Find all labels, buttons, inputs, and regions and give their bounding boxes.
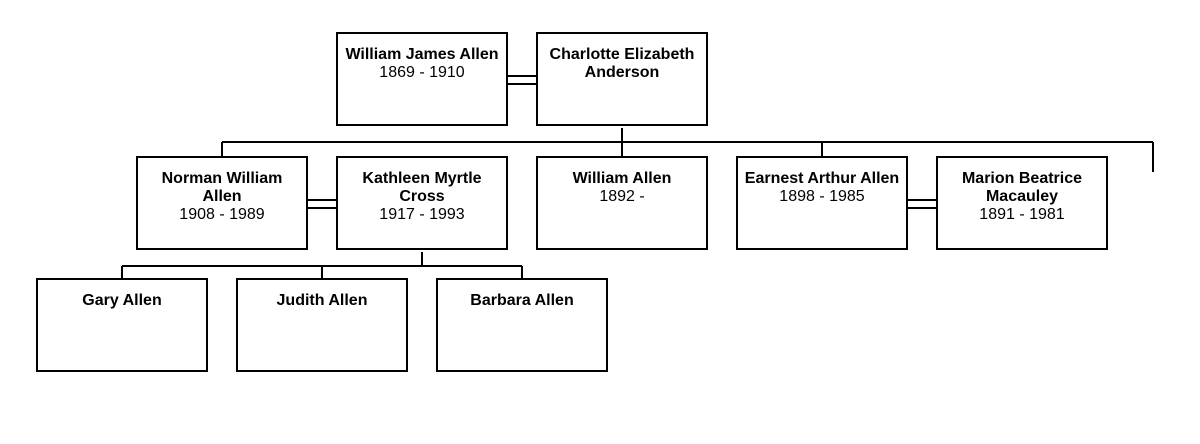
person-dates: 1908 - 1989 [179, 206, 265, 223]
person-name: William James Allen [345, 46, 499, 63]
person-box-barbara-allen[interactable]: Barbara Allen [436, 278, 608, 372]
person-dates: 1898 - 1985 [779, 188, 865, 205]
person-box-william-james-allen[interactable]: William James Allen 1869 - 1910 [336, 32, 508, 126]
person-box-kathleen-myrtle-cross[interactable]: Kathleen Myrtle Cross 1917 - 1993 [336, 156, 508, 250]
person-dates: 1892 - [599, 188, 645, 205]
person-name: Marion Beatrice Macauley [961, 170, 1083, 205]
person-box-norman-william-allen[interactable]: Norman William Allen 1908 - 1989 [136, 156, 308, 250]
person-box-judith-allen[interactable]: Judith Allen [236, 278, 408, 372]
person-box-gary-allen[interactable]: Gary Allen [36, 278, 208, 372]
person-dates: 1917 - 1993 [379, 206, 465, 223]
person-name: Judith Allen [276, 292, 368, 309]
person-box-william-allen[interactable]: William Allen 1892 - [536, 156, 708, 250]
person-name: Barbara Allen [470, 292, 574, 309]
person-box-marion-beatrice-macauley[interactable]: Marion Beatrice Macauley 1891 - 1981 [936, 156, 1108, 250]
person-name: Kathleen Myrtle Cross [362, 170, 482, 205]
person-dates: 1891 - 1981 [979, 206, 1065, 223]
person-name: Gary Allen [82, 292, 162, 309]
person-box-earnest-arthur-allen[interactable]: Earnest Arthur Allen 1898 - 1985 [736, 156, 908, 250]
person-name: Norman William Allen [161, 170, 283, 205]
person-dates: 1869 - 1910 [379, 64, 465, 81]
person-box-charlotte-elizabeth-anderson[interactable]: Charlotte Elizabeth Anderson [536, 32, 708, 126]
person-name: Charlotte Elizabeth Anderson [549, 46, 695, 81]
person-name: William Allen [572, 170, 672, 187]
person-name: Earnest Arthur Allen [744, 170, 900, 187]
